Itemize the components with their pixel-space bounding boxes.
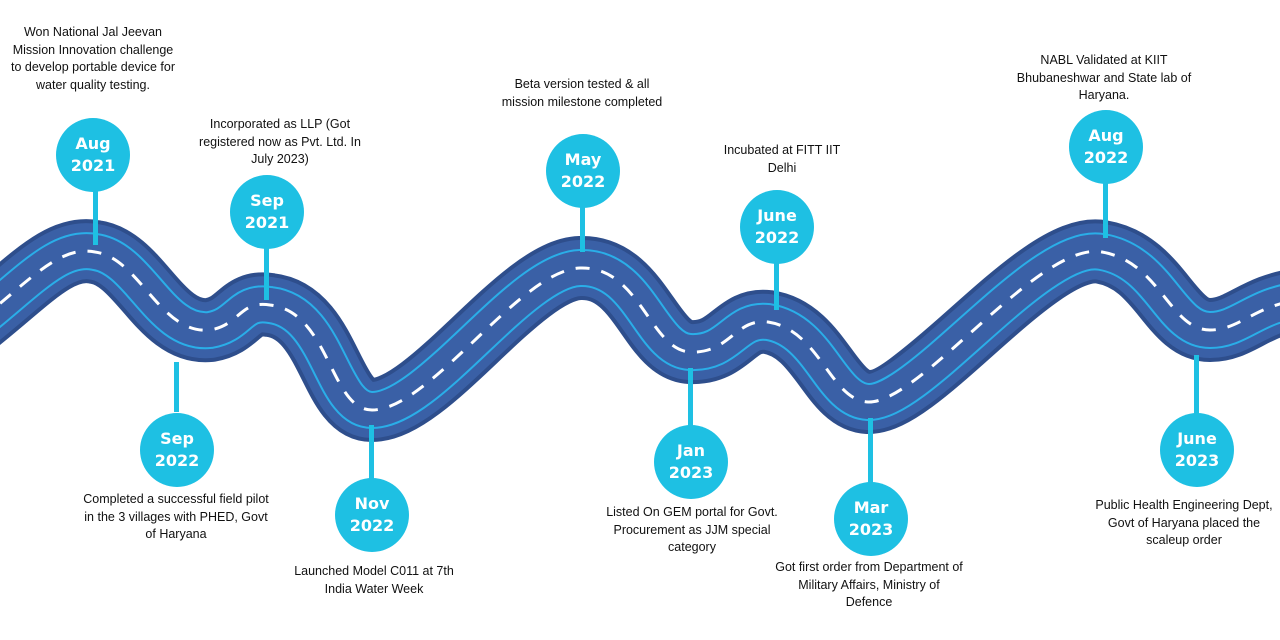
milestone-month: May (564, 150, 602, 169)
milestone-stem (868, 418, 873, 486)
milestone-month: Sep (250, 191, 284, 210)
milestone-stem (93, 175, 98, 245)
milestone-date-badge: June 2022 (740, 190, 814, 264)
milestone-stem (688, 368, 693, 430)
milestone-description: Incorporated as LLP (Got registered now … (199, 117, 361, 166)
milestone-date-badge: June 2023 (1160, 413, 1234, 487)
milestone-description: Listed On GEM portal for Govt. Procureme… (606, 505, 778, 554)
milestone-date-badge: Sep 2022 (140, 413, 214, 487)
milestone-year: 2021 (70, 156, 116, 175)
milestone-month: June (757, 206, 797, 225)
milestone-stem (264, 240, 269, 300)
milestone-year: 2023 (848, 520, 894, 539)
milestone-description: NABL Validated at KIIT Bhubaneshwar and … (1016, 53, 1192, 102)
milestone-year: 2023 (1174, 451, 1220, 470)
milestone-date-badge: Jan 2023 (654, 425, 728, 499)
milestone-year: 2022 (1083, 148, 1129, 167)
milestone-date-badge: Sep 2021 (230, 175, 304, 249)
milestone-description: Public Health Engineering Dept, Govt of … (1095, 498, 1273, 547)
milestone-month: Jan (676, 441, 706, 460)
milestone-year: 2021 (244, 213, 290, 232)
milestone-description: Incubated at FITT IIT Delhi (723, 143, 841, 175)
milestone-year: 2022 (154, 451, 200, 470)
milestone-month: June (1177, 429, 1217, 448)
milestone-stem (369, 425, 374, 485)
milestone-description: Launched Model C011 at 7th India Water W… (294, 564, 454, 596)
milestone-description: Won National Jal Jeevan Mission Innovati… (11, 25, 175, 92)
milestone-description: Got first order from Department of Milit… (775, 560, 963, 609)
milestone-stem (174, 362, 179, 412)
milestone-stem (580, 200, 585, 252)
milestone-date-badge: Aug 2022 (1069, 110, 1143, 184)
milestone-date-badge: Mar 2023 (834, 482, 908, 556)
milestone-stem (1103, 172, 1108, 238)
milestone-year: 2022 (754, 228, 800, 247)
milestone-month: Sep (160, 429, 194, 448)
milestone-description: Completed a successful field pilot in th… (83, 492, 269, 541)
milestone-stem (774, 250, 779, 310)
milestone-description: Beta version tested & all mission milest… (501, 77, 663, 109)
milestone-year: 2022 (349, 516, 395, 535)
milestone-date-badge: Aug 2021 (56, 118, 130, 192)
milestone-year: 2022 (560, 172, 606, 191)
milestone-month: Aug (1088, 126, 1124, 145)
milestone-date-badge: May 2022 (546, 134, 620, 208)
milestone-month: Nov (354, 494, 390, 513)
milestone-month: Mar (853, 498, 889, 517)
milestone-year: 2023 (668, 463, 714, 482)
milestone-stem (1194, 355, 1199, 417)
milestone-month: Aug (75, 134, 111, 153)
milestone-date-badge: Nov 2022 (335, 478, 409, 552)
